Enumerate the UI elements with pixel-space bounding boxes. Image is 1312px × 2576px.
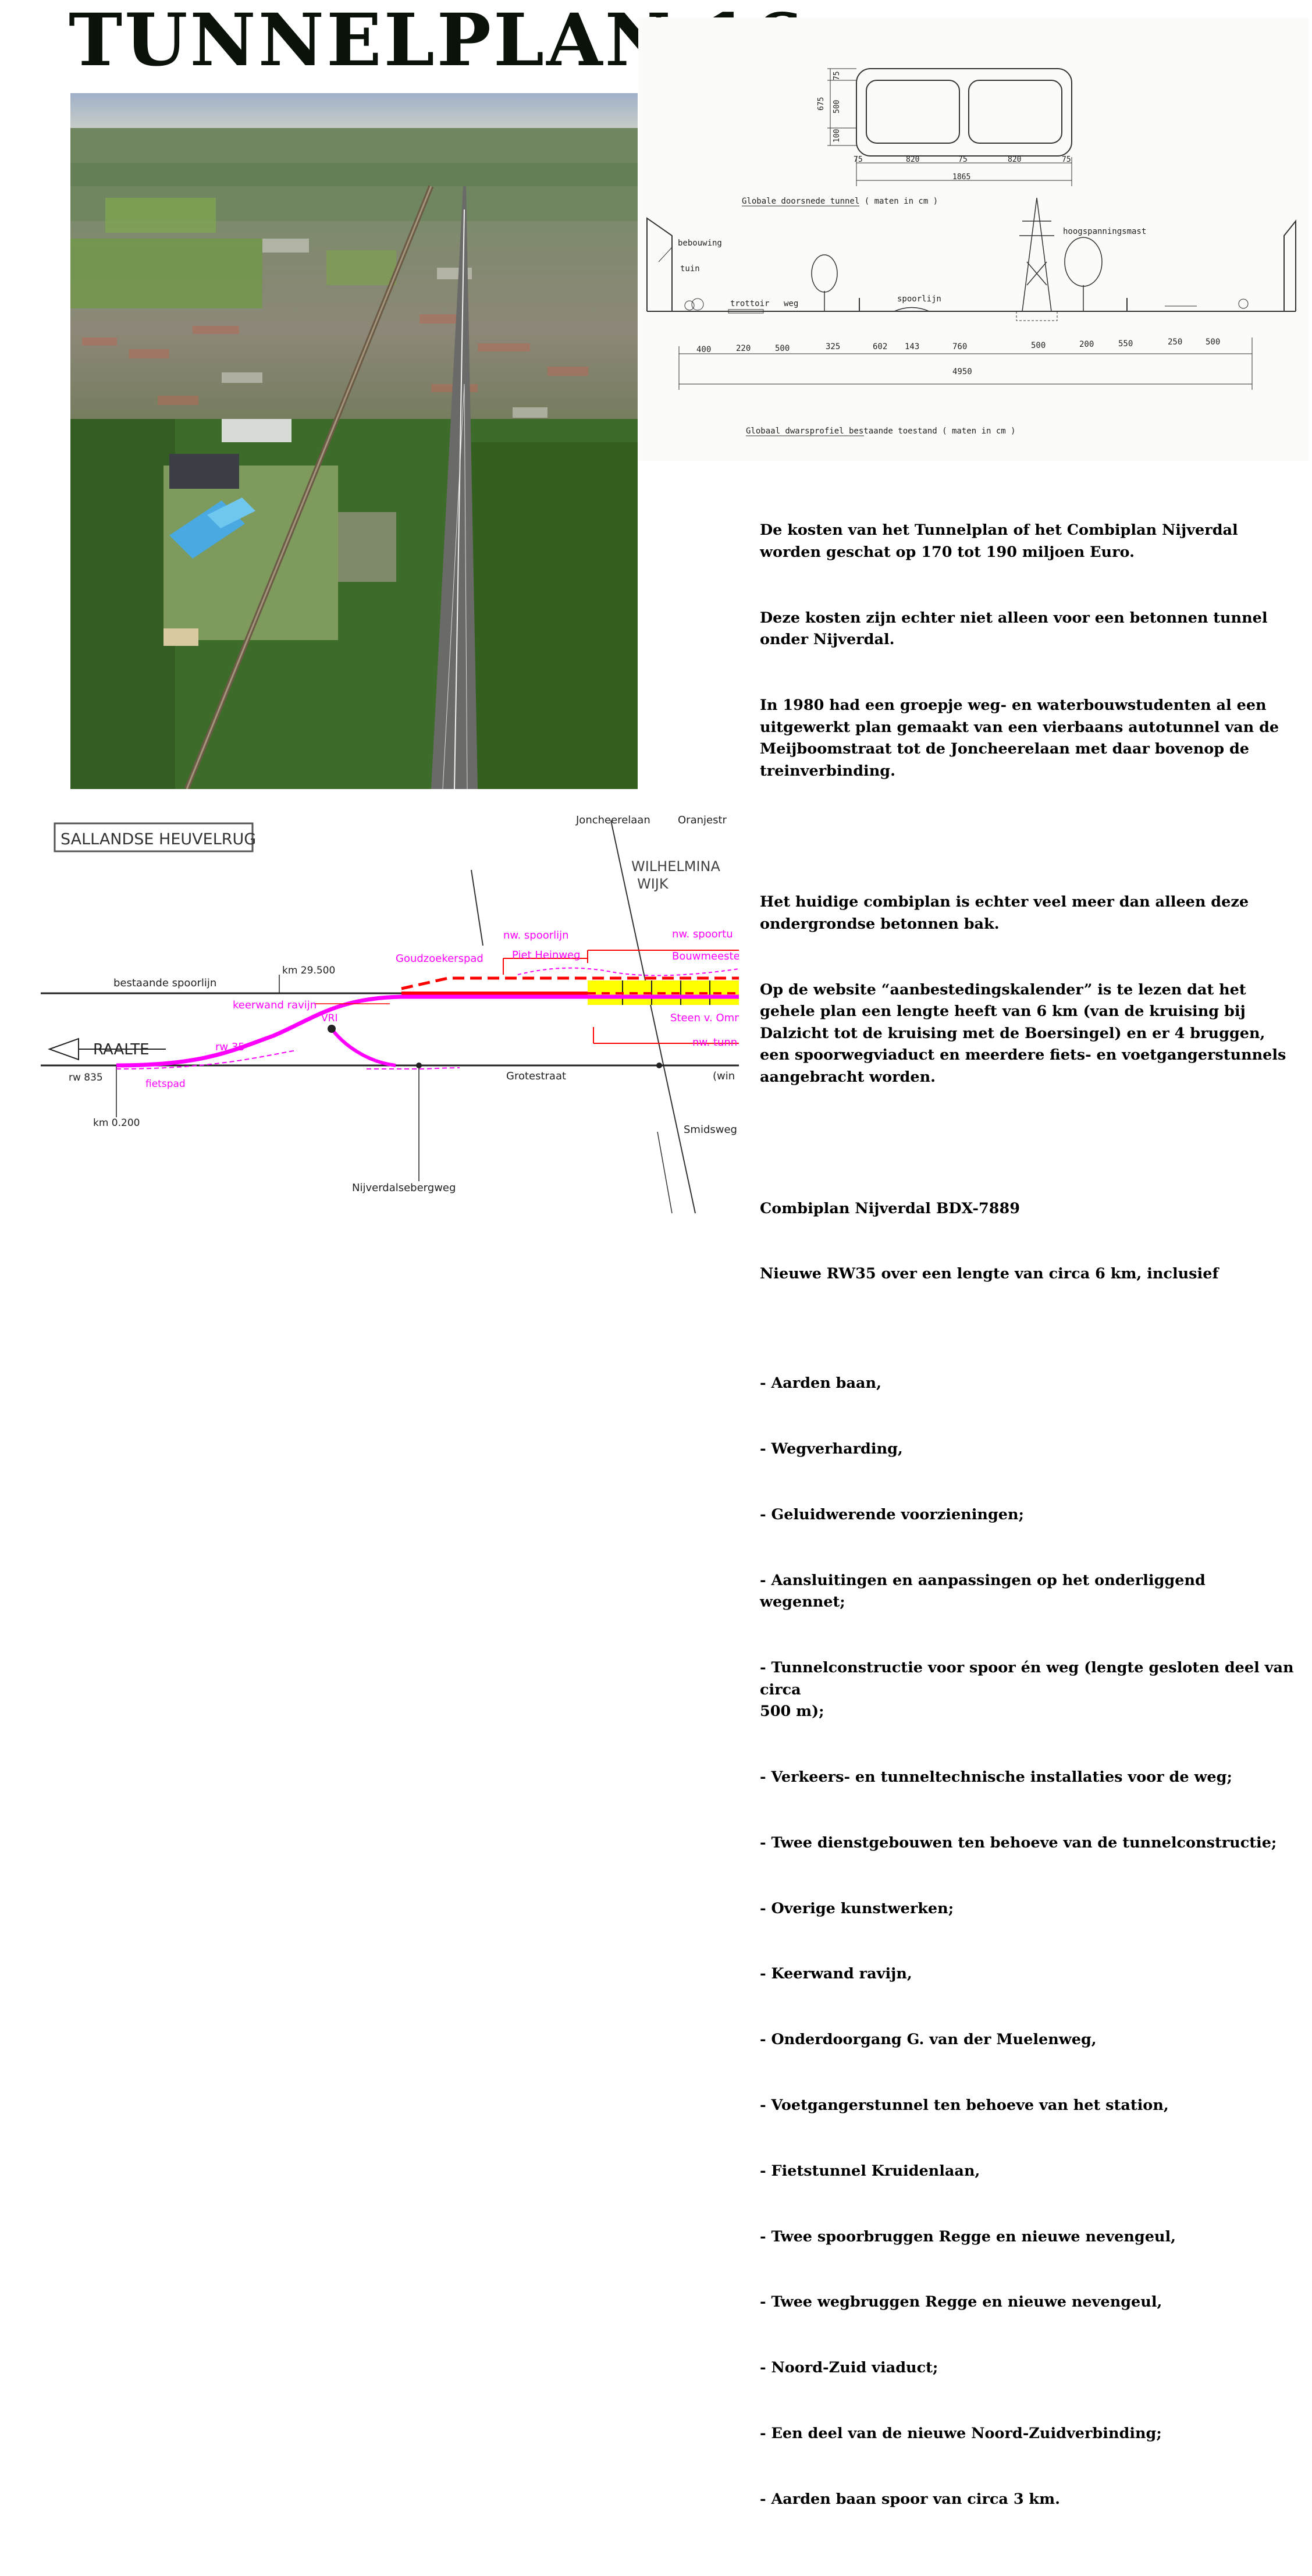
profile-dim-6: 143: [905, 342, 919, 351]
label-tuin: tuin: [680, 264, 700, 273]
list-item: - Een deel van de nieuwe Noord-Zuidverbi…: [760, 2424, 1162, 2442]
dim-675: 675: [817, 97, 826, 111]
street-smidsweg: Smidsweg: [684, 1124, 737, 1136]
list-item: - Wegverharding,: [760, 1440, 903, 1458]
list-item: - Verkeers- en tunneltechnische installa…: [760, 1768, 1232, 1786]
district-wilhelmina: WILHELMINA: [631, 858, 721, 875]
dim-500: 500: [833, 100, 841, 113]
dim-100: 100: [833, 129, 841, 143]
label-steen-v-omm: Steen v. Omm: [670, 1012, 739, 1024]
list-item: - Keerwand ravijn,: [760, 1965, 912, 1983]
paragraph-costs: De kosten van het Tunnelplan of het Comb…: [760, 521, 1243, 561]
label-piet-heinweg: Piet Heinweg: [512, 949, 581, 961]
list-item: - Tunnelconstructie voor spoor én weg (l…: [760, 1659, 1294, 1721]
list-item: - Onderdoorgang G. van der Muelenweg,: [760, 2031, 1097, 2049]
street-nijverdalsebergweg: Nijverdalsebergweg: [352, 1182, 456, 1194]
existing-profile: [646, 197, 1296, 321]
profile-caption: Globaal dwarsprofiel bestaande toestand …: [746, 427, 1016, 436]
description-text: De kosten van het Tunnelplan of het Comb…: [760, 476, 1295, 2576]
aerial-photo: [70, 93, 638, 789]
list-item: - Aarden baan spoor van circa 3 km.: [760, 2490, 1060, 2508]
street-grotestraat: Grotestraat: [506, 1070, 566, 1082]
profile-dim-4: 325: [826, 342, 840, 351]
label-goudzoekerspad: Goudzoekerspad: [396, 953, 483, 965]
label-trottoir: trottoir: [730, 299, 769, 308]
paragraph-combiplan: Het huidige combiplan is echter veel mee…: [760, 893, 1254, 933]
label-rw835: rw 835: [69, 1072, 103, 1083]
dim-total-width: 1865: [952, 173, 970, 182]
street-joncheerelaan: Joncheerelaan: [575, 814, 650, 826]
list-item: - Aarden baan,: [760, 1374, 881, 1392]
label-raalte: RAALTE: [93, 1041, 150, 1058]
list-item: - Fietstunnel Kruidenlaan,: [760, 2162, 980, 2180]
label-rw35: rw 35: [215, 1041, 245, 1053]
profile-dim-3: 500: [775, 344, 790, 353]
label-nw-tunnel: nw. tunn: [692, 1036, 737, 1049]
profile-dim-2: 220: [736, 344, 751, 353]
list-item: - Geluidwerende voorzieningen;: [760, 1505, 1024, 1523]
street-win: (win: [713, 1070, 735, 1082]
paragraph-not-only-tunnel: Deze kosten zijn echter niet alleen voor…: [760, 609, 1273, 649]
profile-dim-5: 602: [873, 342, 887, 351]
list-item: - Voetgangerstunnel ten behoeve van het …: [760, 2096, 1169, 2114]
list-item: - Overige kunstwerken;: [760, 1899, 954, 1917]
list-item: - Noord-Zuid viaduct;: [760, 2359, 938, 2377]
label-weg: weg: [784, 299, 798, 308]
list-item: - Twee spoorbruggen Regge en nieuwe neve…: [760, 2227, 1176, 2245]
paragraph-website: Op de website “aanbestedingskalender” is…: [760, 980, 1292, 1086]
label-nw-spoorlijn: nw. spoorlijn: [503, 929, 569, 941]
scope-list: - Aarden baan, - Wegverharding, - Geluid…: [760, 1329, 1295, 2554]
label-km-0200: km 0.200: [93, 1117, 140, 1129]
dim-w3: 75: [958, 155, 968, 164]
label-spoorlijn: spoorlijn: [897, 294, 941, 304]
label-fietspad: fietspad: [145, 1078, 186, 1090]
dim-75-h: 75: [833, 71, 841, 80]
list-item: - Aansluitingen en aanpassingen op het o…: [760, 1571, 1211, 1611]
list-item: - Twee wegbruggen Regge en nieuwe neveng…: [760, 2293, 1162, 2311]
label-bouwmeester: Bouwmeeste: [672, 950, 739, 962]
label-keerwand-ravijn: keerwand ravijn: [233, 999, 317, 1011]
profile-dim-9: 200: [1079, 340, 1094, 349]
region-label-box: [54, 822, 254, 852]
dim-w4: 820: [1008, 155, 1021, 164]
profile-dim-8: 500: [1031, 341, 1046, 350]
district-wijk: WIJK: [637, 876, 669, 892]
paragraph-1980-plan: In 1980 had een groepje weg- en waterbou…: [760, 696, 1285, 780]
project-scope: Nieuwe RW35 over een lengte van circa 6 …: [760, 1265, 1219, 1283]
label-hoogspanningsmast: hoogspanningsmast: [1063, 227, 1146, 236]
label-nw-spoortunnel: nw. spoortu: [672, 928, 733, 940]
list-item: - Twee dienstgebouwen ten behoeve van de…: [760, 1834, 1277, 1852]
label-bestaande-spoorlijn: bestaande spoorlijn: [113, 977, 216, 989]
street-oranjestr: Oranjestr: [678, 814, 727, 826]
dim-w5: 75: [1062, 155, 1071, 164]
project-code: Combiplan Nijverdal BDX-7889: [760, 1199, 1020, 1217]
region-label: SALLANDSE HEUVELRUG: [61, 830, 256, 848]
profile-dim-10: 550: [1118, 339, 1133, 349]
dim-w1: 75: [854, 155, 863, 164]
profile-dim-12: 500: [1206, 337, 1220, 347]
profile-dim-1: 400: [696, 345, 711, 354]
label-vri: VRI: [321, 1012, 337, 1024]
profile-dim-7: 760: [952, 342, 967, 351]
tunnel-cross-section: [827, 68, 1072, 186]
dim-w2: 820: [906, 155, 919, 164]
profile-dim-11: 250: [1168, 337, 1182, 347]
technical-drawings: 675 75 500 100 75 820 75 820 75 1865 Glo…: [638, 17, 1309, 461]
label-km-29500: km 29.500: [282, 965, 335, 976]
cross-section-caption: Globale doorsnede tunnel ( maten in cm ): [742, 197, 938, 206]
label-bebouwing: bebouwing: [678, 239, 722, 248]
route-map: SALLANDSE HEUVELRUG: [41, 806, 739, 1220]
profile-dim-total: 4950: [952, 367, 972, 376]
